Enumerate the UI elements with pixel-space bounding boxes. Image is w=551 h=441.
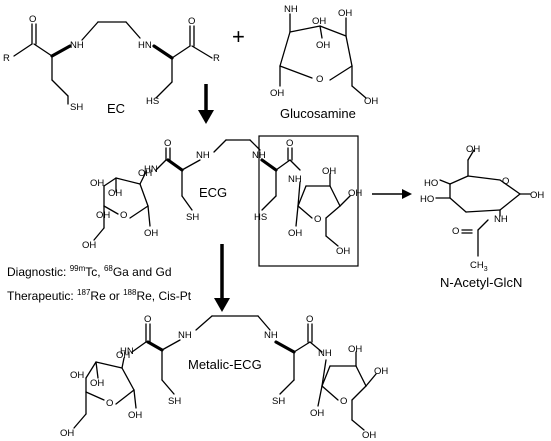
atom-hn: HN <box>138 40 152 51</box>
metalic-ecg-label: Metalic-ECG <box>188 357 262 372</box>
atom-nh: NH <box>196 150 210 161</box>
atom-sh: SH <box>272 396 285 407</box>
therapeutic-isotope-2-mass: 188 <box>123 288 137 297</box>
atom-o: O <box>144 314 151 325</box>
atom-sh: SH <box>186 212 199 223</box>
atom-oh: OH <box>90 178 104 189</box>
atom-o-ring: O <box>340 396 347 407</box>
atom-oh: OH <box>374 366 388 377</box>
atom-oh: OH <box>82 240 96 251</box>
plus-sign: + <box>232 24 245 49</box>
atom-oh: OH <box>310 408 324 419</box>
atom-hs: HS <box>254 212 267 223</box>
atom-oh: OH <box>116 350 130 361</box>
atom-hs: HS <box>146 96 159 107</box>
atom-oh: OH <box>70 370 84 381</box>
diagnostic-note: Diagnostic: 99mTc, 68Ga and Gd <box>7 264 172 279</box>
atom-o: O <box>286 138 293 149</box>
diagnostic-prefix: Diagnostic: <box>7 265 70 279</box>
atom-oh: OH <box>288 228 302 239</box>
atom-oh: OH <box>338 8 352 19</box>
atom-oh: OH <box>312 16 326 27</box>
atom-nh: NH <box>264 330 278 341</box>
atom-oh: OH <box>316 40 330 51</box>
highlight-box <box>258 135 359 267</box>
metalic-ecg-structure: O HN NH NH O NH OH OH OH O OH OH SH SH O… <box>60 314 388 441</box>
atom-oh: OH <box>348 344 362 355</box>
diagnostic-isotope-1-element: Tc, <box>85 265 104 279</box>
atom-hn: HN <box>144 164 158 175</box>
atom-ho: HO <box>420 194 434 205</box>
atom-o-ring: O <box>106 398 113 409</box>
atom-hn: HN <box>120 346 134 357</box>
ec-structure: R O NH HN O R SH HS <box>3 14 220 113</box>
atom-ch3: CH3 <box>470 260 488 273</box>
diagnostic-isotope-2-element: Ga and Gd <box>112 265 172 279</box>
atom-oh: OH <box>364 96 378 107</box>
atom-o: O <box>306 314 313 325</box>
atom-oh: OH <box>108 188 122 199</box>
therapeutic-isotope-2-element: Re, Cis-Pt <box>136 289 192 303</box>
atom-oh: OH <box>96 210 110 221</box>
reaction-arrow-right <box>372 189 412 199</box>
glucosamine-structure: NH OH OH OH O OH OH <box>270 4 378 107</box>
atom-oh: OH <box>128 410 142 421</box>
atom-o-ring: O <box>120 210 127 221</box>
atom-nh: NH <box>318 348 332 359</box>
therapeutic-note: Therapeutic: 187Re or 188Re, Cis-Pt <box>7 288 191 303</box>
diagnostic-isotope-1-mass: 99m <box>69 264 86 273</box>
atom-o: O <box>452 226 459 237</box>
reaction-arrow-down-1 <box>198 84 214 124</box>
atom-subscript-3: 3 <box>484 266 488 273</box>
atom-sh: SH <box>168 396 181 407</box>
reaction-arrow-down-2 <box>214 244 230 312</box>
atom-oh: OH <box>144 228 158 239</box>
atom-sh: SH <box>70 102 83 113</box>
atom-o-ring: O <box>502 176 509 187</box>
atom-nh: NH <box>288 174 302 185</box>
glucosamine-label: Glucosamine <box>280 106 356 121</box>
atom-oh: OH <box>90 378 104 389</box>
therapeutic-isotope-1-element: Re or <box>90 289 124 303</box>
therapeutic-isotope-1-mass: 187 <box>77 288 91 297</box>
therapeutic-prefix: Therapeutic: <box>7 289 78 303</box>
atom-oh: OH <box>466 144 480 155</box>
atom-r-left: R <box>3 53 10 64</box>
n-acetyl-glcn-label: N-Acetyl-GlcN <box>440 275 523 290</box>
atom-oh: OH <box>60 428 74 439</box>
atom-oh: OH <box>270 88 284 99</box>
ecg-label: ECG <box>199 185 228 200</box>
atom-o: O <box>29 14 36 25</box>
atom-o: O <box>164 138 171 149</box>
diagnostic-isotope-2-mass: 68 <box>103 264 113 273</box>
n-acetyl-glcn-structure: OH HO HO O OH NH O CH3 <box>420 144 544 273</box>
ec-label: EC <box>107 101 126 116</box>
atom-o-ring: O <box>316 74 323 85</box>
atom-o-ring: O <box>314 214 321 225</box>
atom-oh: OH <box>348 188 362 199</box>
atom-ho: HO <box>424 178 438 189</box>
atom-nh: NH <box>178 330 192 341</box>
atom-oh: OH <box>530 190 544 201</box>
atom-nh: NH <box>284 4 298 15</box>
atom-oh: OH <box>362 430 376 441</box>
atom-nh: NH <box>494 214 508 225</box>
atom-o: O <box>188 16 195 27</box>
atom-ch: CH <box>470 260 484 271</box>
atom-nh: NH <box>70 40 84 51</box>
atom-oh: OH <box>336 246 350 257</box>
atom-oh: OH <box>322 166 336 177</box>
atom-r-right: R <box>213 53 220 64</box>
atom-oh: OH <box>138 168 152 179</box>
